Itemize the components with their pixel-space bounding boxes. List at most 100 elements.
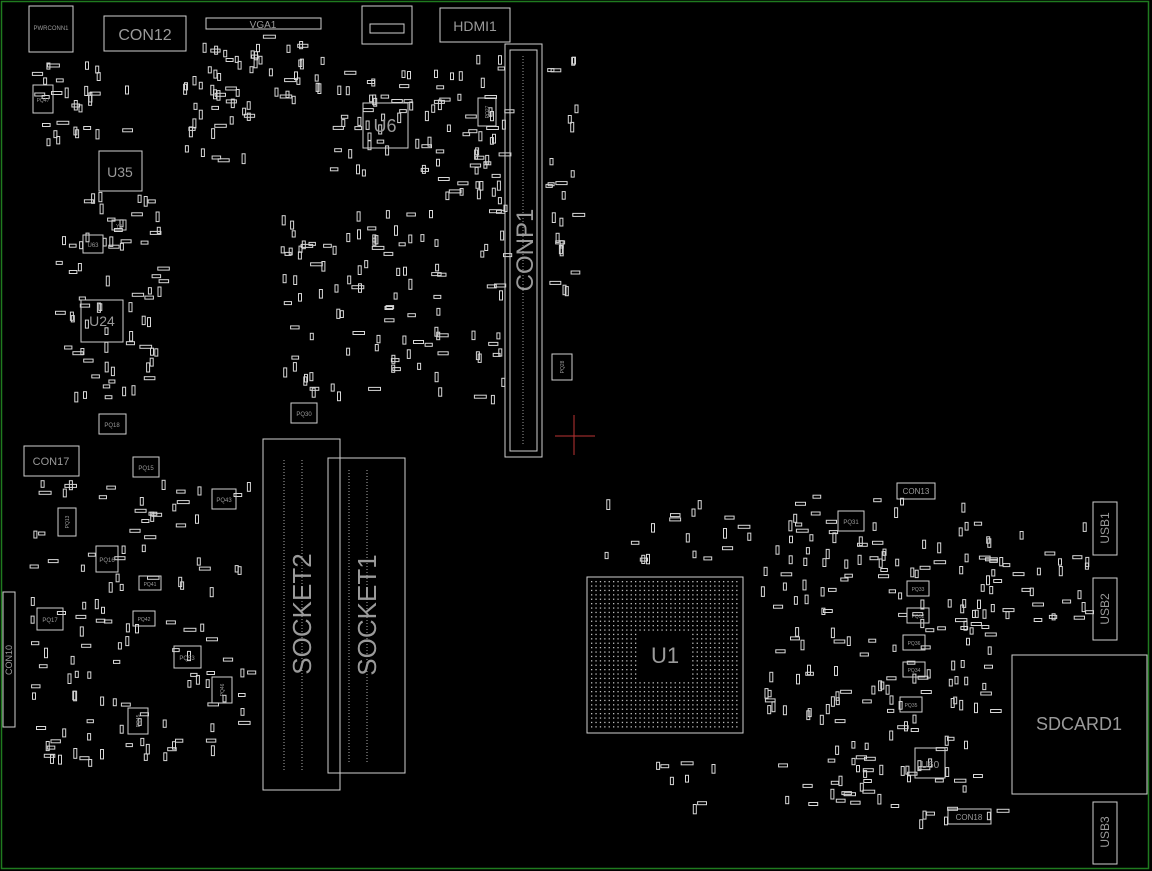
passive-pad <box>490 111 494 122</box>
passive-pad <box>947 599 952 608</box>
passive-pad <box>910 567 915 578</box>
pq31-mosfet[interactable]: PQ31 <box>837 510 865 532</box>
pq18-mosfet[interactable]: PQ18 <box>98 413 127 435</box>
passive-pad <box>354 126 363 131</box>
usb-top-connector[interactable] <box>361 5 413 45</box>
passive-pad <box>646 553 650 565</box>
passive-pad <box>555 232 560 243</box>
passive-pad <box>210 84 215 96</box>
usb2-connector[interactable]: USB2 <box>1092 577 1118 641</box>
passive-pad <box>862 789 876 794</box>
passive-pad <box>497 66 506 71</box>
pwrconn1-connector[interactable]: PWRCONN1 <box>28 5 74 53</box>
pq35-mosfet[interactable]: PQ35 <box>899 696 923 713</box>
passive-pad <box>85 232 90 243</box>
passive-pad <box>937 542 942 554</box>
passive-pad <box>304 373 308 383</box>
usb3-connector[interactable]: USB3 <box>1092 801 1118 865</box>
con18-connector[interactable]: CON18 <box>947 808 992 825</box>
passive-pad <box>1081 602 1086 613</box>
hdmi1-connector[interactable]: HDMI1 <box>439 7 511 43</box>
con10-connector[interactable]: CON10 <box>2 591 16 728</box>
passive-pad <box>835 691 840 701</box>
pq53-mosfet[interactable]: PQ53 <box>173 645 202 669</box>
passive-pad <box>1058 566 1063 577</box>
passive-pad <box>167 747 177 752</box>
pq46-mosfet[interactable]: PQ46 <box>211 676 233 704</box>
u24-chip[interactable]: U24 <box>80 299 124 343</box>
passive-pad <box>291 230 296 238</box>
passive-pad <box>140 240 149 245</box>
passive-pad <box>357 229 361 240</box>
sdcard1-slot[interactable]: SDCARD1 <box>1011 654 1148 795</box>
passive-pad <box>434 69 438 78</box>
passive-pad <box>439 97 451 102</box>
passive-pad <box>372 234 377 243</box>
u60-chip[interactable]: U60 <box>914 747 946 779</box>
u6-chip[interactable]: U6 <box>362 102 409 149</box>
conp1-connector[interactable]: CONP1 <box>504 43 543 458</box>
pq15-mosfet[interactable]: PQ15 <box>132 456 160 478</box>
passive-pad <box>844 573 853 578</box>
y2-crystal[interactable]: Y2 <box>111 219 127 231</box>
passive-pad <box>87 671 92 679</box>
pq17-mosfet[interactable]: PQ17 <box>36 607 64 631</box>
con17-connector[interactable]: CON17 <box>23 445 80 477</box>
pq34-mosfet[interactable]: PQ34 <box>902 661 926 678</box>
pq45-mosfet[interactable]: PQ45 <box>127 707 149 735</box>
passive-pad <box>881 551 886 561</box>
u35-chip[interactable]: U35 <box>98 150 143 192</box>
passive-pad <box>869 556 879 561</box>
passive-pad <box>397 112 402 124</box>
passive-pad <box>409 101 414 111</box>
passive-pad <box>408 278 413 290</box>
passive-pad <box>95 618 106 623</box>
socket2-connector[interactable]: SOCKET2 <box>262 438 341 791</box>
passive-pad <box>483 161 488 169</box>
pq16-mosfet[interactable]: PQ16 <box>95 545 119 573</box>
socket1-connector[interactable]: SOCKET1 <box>327 457 406 774</box>
passive-pad <box>102 237 107 247</box>
passive-pad <box>907 775 911 783</box>
passive-pad <box>785 795 790 805</box>
passive-pad <box>184 82 188 91</box>
pq30-mosfet[interactable]: PQ30 <box>290 402 318 424</box>
pq32-mosfet[interactable]: PQ32 <box>906 607 930 624</box>
passive-pad <box>764 698 776 703</box>
passive-pad <box>496 332 501 340</box>
vga1-connector[interactable]: VGA1 <box>205 17 322 31</box>
passive-pad <box>55 260 63 265</box>
u63-chip[interactable]: U63 <box>82 234 104 254</box>
passive-pad <box>551 212 556 224</box>
u24-label: U24 <box>89 313 115 329</box>
pq42-mosfet[interactable]: PQ42 <box>132 610 156 627</box>
passive-pad <box>211 128 216 139</box>
pq28-mosfet[interactable]: PQ28 <box>551 353 573 381</box>
con12-connector[interactable]: CON12 <box>103 15 187 52</box>
passive-pad <box>376 334 381 344</box>
passive-pad <box>376 139 385 144</box>
passive-pad <box>788 555 793 565</box>
pq13-mosfet[interactable]: PQ13 <box>57 507 77 537</box>
passive-pad <box>1077 590 1082 600</box>
passive-pad <box>469 163 482 168</box>
pq43-mosfet[interactable]: PQ43 <box>211 488 237 510</box>
con13-connector[interactable]: CON13 <box>896 482 936 500</box>
pq33-mosfet[interactable]: PQ33 <box>906 580 930 597</box>
pq36-mosfet[interactable]: PQ36 <box>902 634 926 651</box>
passive-pad <box>362 108 374 113</box>
passive-pad <box>119 583 124 592</box>
usb1-connector[interactable]: USB1 <box>1092 501 1118 556</box>
pq47-mosfet[interactable]: PQ47 <box>32 84 54 114</box>
passive-pad <box>183 83 188 95</box>
passive-pad <box>991 569 996 577</box>
pq27-mosfet[interactable]: PQ27 <box>477 97 497 127</box>
passive-pad <box>793 596 798 605</box>
passive-pad <box>122 128 133 133</box>
u1-cpu[interactable]: U1 <box>586 576 744 734</box>
passive-pad <box>238 720 251 725</box>
passive-pad <box>175 523 187 528</box>
passive-pad <box>51 91 63 95</box>
passive-pad <box>298 293 302 302</box>
pq41-mosfet[interactable]: PQ41 <box>138 575 162 591</box>
